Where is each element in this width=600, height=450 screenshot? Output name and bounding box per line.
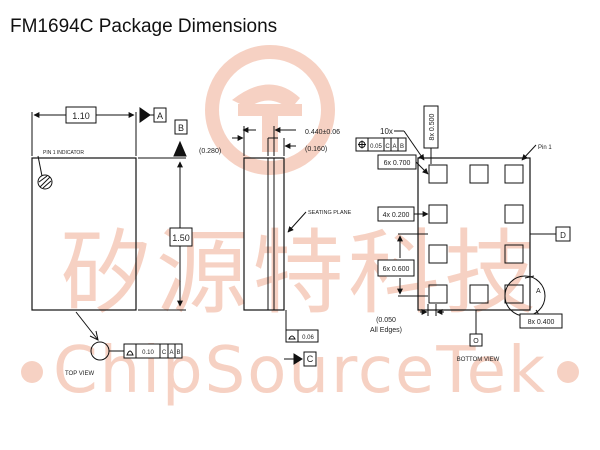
pad — [428, 284, 448, 304]
bv-fcf-a: A — [392, 144, 396, 150]
top-view — [31, 106, 193, 361]
top-fcf-value: 0.10 — [142, 350, 154, 356]
side-dim-160: (0.160) — [305, 146, 327, 153]
flatness-value: 0.06 — [302, 335, 314, 341]
datum-d-label: D — [560, 231, 566, 240]
pad — [469, 284, 489, 304]
watermark-chinese: 矽源特科技 — [60, 220, 540, 327]
datum-o-label: O — [473, 338, 479, 345]
pad — [469, 164, 489, 184]
top-width-dim: 1.10 — [72, 111, 90, 121]
detail-a-label: A — [536, 288, 541, 295]
edge-dim-line2: All Edges) — [370, 327, 402, 334]
side-view — [232, 126, 319, 367]
pad — [428, 204, 448, 224]
pitch-200: 4x 0.200 — [383, 212, 410, 219]
pin1-label: Pin 1 — [538, 145, 552, 151]
top-view-outline — [31, 157, 137, 311]
edge-dim-line1: (0.050 — [376, 317, 396, 324]
datum-c-label: C — [307, 354, 314, 364]
pad — [504, 204, 524, 224]
pin1-indicator-icon — [37, 174, 53, 190]
bv-fcf-b: B — [400, 144, 404, 150]
top-fcf-c: C — [162, 350, 167, 356]
ball-dia: 8x 0.500 — [429, 113, 436, 140]
pad — [428, 164, 448, 184]
bottom-view — [355, 105, 571, 347]
top-fcf-a: A — [169, 350, 173, 356]
bv-fcf-c: C — [385, 144, 390, 150]
pad — [428, 244, 448, 264]
side-view-outline — [243, 157, 285, 311]
top-view-label: TOP VIEW — [65, 371, 94, 377]
ball-dia-value: 0.500 — [429, 113, 436, 131]
top-fcf-b: B — [176, 350, 180, 356]
seating-plane-label: SEATING PLANE — [308, 210, 352, 216]
pitch-600: 6x 0.600 — [383, 266, 410, 273]
pad — [504, 244, 524, 264]
top-height-dim: 1.50 — [172, 233, 190, 243]
watermark-dot-right — [557, 361, 579, 383]
bv-fcf-value: 0.05 — [370, 144, 382, 150]
pitch-400: 8x 0.400 — [528, 319, 555, 326]
watermark-dot-left — [21, 361, 43, 383]
pitch-700: 6x 0.700 — [384, 160, 411, 167]
datum-a-label: A — [157, 111, 163, 121]
pin1-indicator-label: PIN 1 INDICATOR — [43, 150, 84, 156]
side-dim-280: (0.280) — [199, 148, 221, 155]
datum-b-label: B — [178, 123, 184, 133]
page-title: FM1694C Package Dimensions — [10, 16, 278, 37]
bottom-count: 10x — [380, 127, 393, 136]
pad — [504, 164, 524, 184]
bottom-view-label: BOTTOM VIEW — [457, 357, 500, 363]
watermark: 矽源特科技 ChipSourceTek — [21, 45, 579, 408]
side-dim-440: 0.440±0.06 — [305, 129, 340, 136]
ball-dia-count: 8x — [429, 133, 436, 141]
bottom-pads — [428, 164, 524, 304]
watermark-logo — [205, 45, 335, 175]
